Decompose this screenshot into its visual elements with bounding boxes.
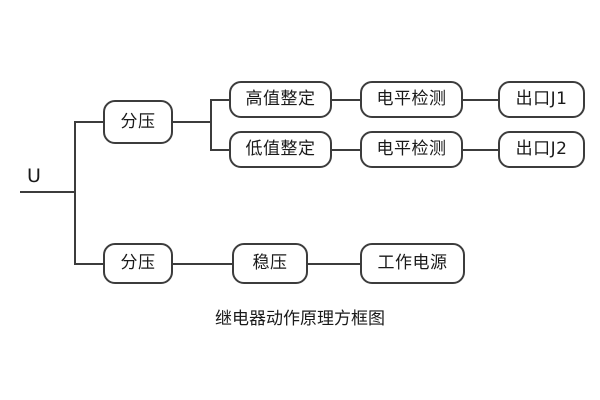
node-high-set[interactable]: 高值整定	[229, 81, 332, 118]
node-output-j2[interactable]: 出口J2	[498, 131, 585, 168]
trunk-to-top-divider-wire	[74, 121, 105, 123]
bottom-divider-to-regulator-wire	[173, 263, 233, 265]
level-detect-to-output-j2-wire	[463, 149, 499, 151]
node-divider-bottom[interactable]: 分压	[103, 243, 173, 284]
node-working-supply[interactable]: 工作电源	[360, 243, 465, 284]
regulator-to-supply-wire	[308, 263, 362, 265]
node-output-j1[interactable]: 出口J1	[498, 81, 585, 118]
level-detect-to-output-j1-wire	[463, 99, 499, 101]
split-to-low-set-wire	[210, 149, 230, 151]
trunk-to-bottom-divider-wire	[74, 263, 105, 265]
high-set-to-level-detect-wire	[332, 99, 361, 101]
split-vertical-wire	[210, 99, 212, 151]
low-set-to-level-detect-wire	[332, 149, 361, 151]
trunk-vertical-wire	[74, 121, 76, 265]
node-divider-top[interactable]: 分压	[103, 100, 173, 144]
node-level-detect-low[interactable]: 电平检测	[360, 131, 463, 168]
node-low-set[interactable]: 低值整定	[229, 131, 332, 168]
node-level-detect-high[interactable]: 电平检测	[360, 81, 463, 118]
split-to-high-set-wire	[210, 99, 230, 101]
input-trunk-wire	[20, 191, 76, 193]
node-regulator[interactable]: 稳压	[232, 243, 308, 284]
diagram-caption: 继电器动作原理方框图	[215, 309, 385, 329]
input-voltage-label: U	[27, 165, 41, 187]
divider-to-split-wire	[173, 121, 211, 123]
